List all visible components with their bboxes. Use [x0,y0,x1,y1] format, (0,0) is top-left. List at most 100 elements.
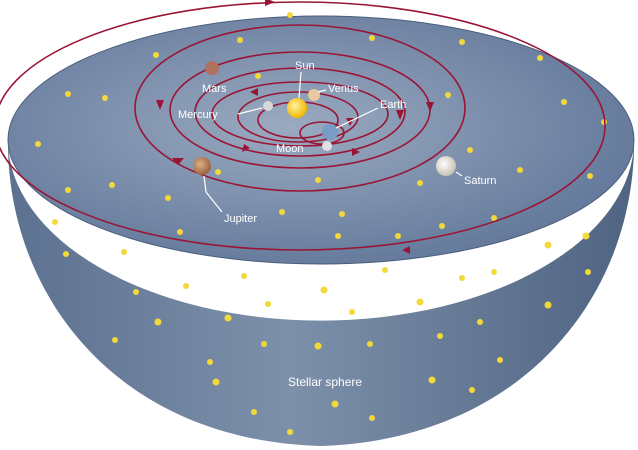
moon-body [322,141,332,151]
orbits [0,1,606,251]
leader-mercury [237,107,263,115]
star [212,378,220,386]
star [287,429,293,435]
star [437,333,443,339]
star [367,341,373,347]
mars-body [205,61,219,75]
arrow [172,158,184,165]
star [320,286,328,294]
leader-venus [317,89,327,93]
star [177,229,183,235]
star [349,309,355,315]
star [315,177,321,183]
outer-orbit [0,1,606,251]
star [469,387,475,393]
label-moon: Moon [276,143,304,155]
label-earth: Earth [380,99,406,111]
star [154,318,162,326]
leader-jupiter [203,175,223,213]
label-stellar-sphere: Stellar sphere [288,375,362,389]
star [517,167,523,173]
label-mars: Mars [202,83,227,95]
star [417,180,423,186]
mars-orbit [194,67,406,157]
leader-saturn [455,171,463,177]
star [587,173,593,179]
bowl-stars [52,219,591,435]
star [165,195,171,201]
star [339,211,345,217]
star [224,314,232,322]
leader-lines [203,71,463,213]
star [265,301,271,307]
star [251,409,257,415]
arrow [402,246,410,254]
star [585,269,591,275]
arrow [250,88,258,96]
star [537,55,543,61]
arrow [265,0,275,6]
star [467,147,473,153]
star [109,182,115,188]
star [121,249,127,255]
leader-earth [335,107,379,129]
star [287,12,293,18]
star [314,342,322,350]
label-venus: Venus [328,83,359,95]
arrow [426,102,434,112]
stellar-sphere-bowl [8,140,635,446]
leader-sun [298,71,302,99]
sun-body [287,98,307,118]
arrow [156,100,164,110]
star [477,319,483,325]
star [133,289,139,295]
star [279,209,285,215]
star [369,35,375,41]
star [561,99,567,105]
star [255,73,261,79]
star [582,232,590,240]
star [261,341,267,347]
saturn-body [436,156,456,176]
earth-body [322,124,338,140]
star [544,241,552,249]
star [497,357,503,363]
arrow [242,144,250,152]
jupiter-body [193,157,211,175]
star [215,169,221,175]
star [439,223,445,229]
label-jupiter: Jupiter [224,213,257,225]
arrow [352,148,360,156]
star [183,283,189,289]
star [369,415,375,421]
star [63,251,69,257]
star [52,219,58,225]
star [153,52,159,58]
star [35,141,41,147]
mercury-body [263,101,273,111]
star [491,215,497,221]
label-sun: Sun [295,60,315,72]
label-mercury: Mercury [178,109,218,121]
star [65,187,71,193]
star [491,269,497,275]
venus-body [308,89,320,101]
star [335,233,341,239]
star [459,39,465,45]
star [65,91,71,97]
star [428,376,436,384]
label-saturn: Saturn [464,175,496,187]
star [382,267,388,273]
star [395,233,401,239]
arrow [396,110,404,120]
star [445,92,451,98]
star [237,37,243,43]
star [459,275,465,281]
moon-orbit [299,121,345,145]
star [241,273,247,279]
star [416,298,424,306]
star [207,359,213,365]
star [102,95,108,101]
